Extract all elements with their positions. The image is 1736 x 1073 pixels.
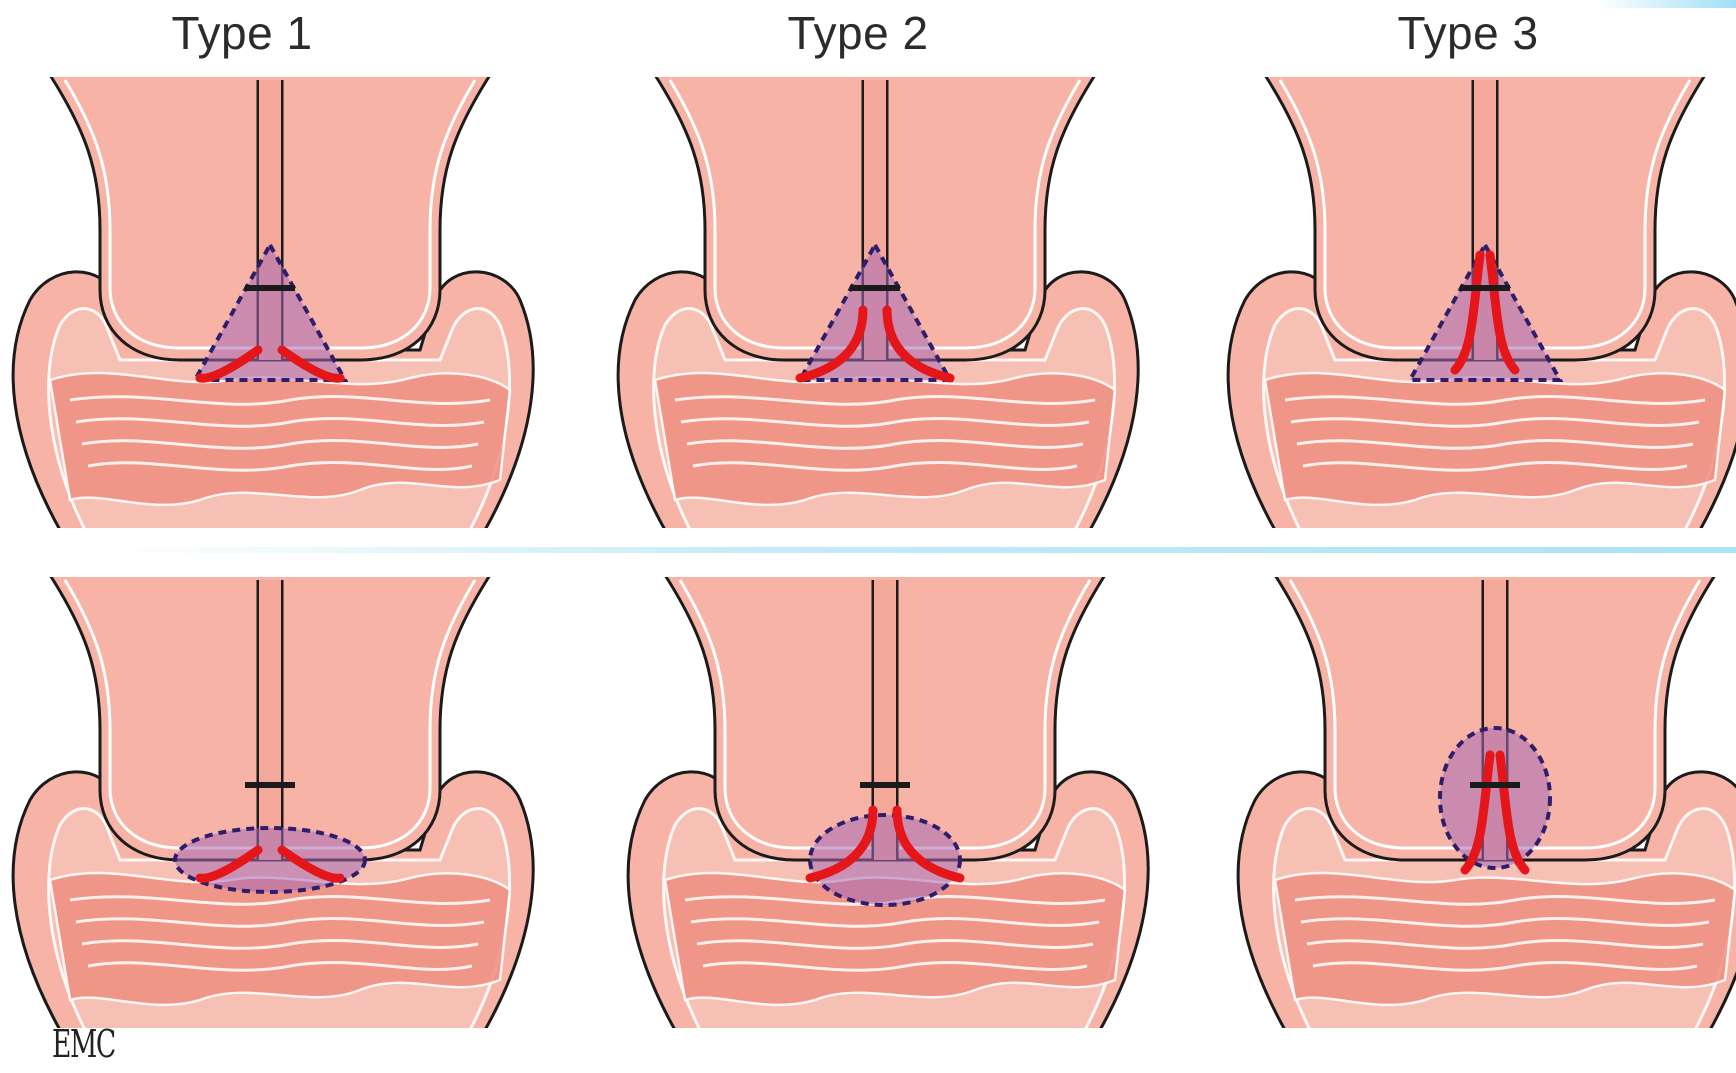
stromal-folds [1265, 373, 1725, 505]
emc-logo: EMC [52, 1022, 115, 1066]
stromal-folds [1275, 873, 1735, 1005]
diagram-type-3-top [1205, 60, 1736, 540]
column-title-type-2: Type 2 [658, 6, 1058, 60]
diagram-type-3-bottom [1215, 560, 1736, 1040]
stromal-folds [655, 373, 1115, 505]
canal-lumen [259, 580, 281, 860]
column-title-type-3: Type 3 [1268, 6, 1668, 60]
stromal-folds [50, 873, 510, 1005]
diagram-type-1-bottom [0, 560, 550, 1040]
diagram-type-2-bottom [605, 560, 1165, 1040]
diagram-type-2-top [595, 60, 1155, 540]
diagram-type-1-top [0, 60, 550, 540]
stromal-folds [50, 373, 510, 505]
separator-line [110, 547, 1736, 553]
column-title-type-1: Type 1 [42, 6, 442, 60]
